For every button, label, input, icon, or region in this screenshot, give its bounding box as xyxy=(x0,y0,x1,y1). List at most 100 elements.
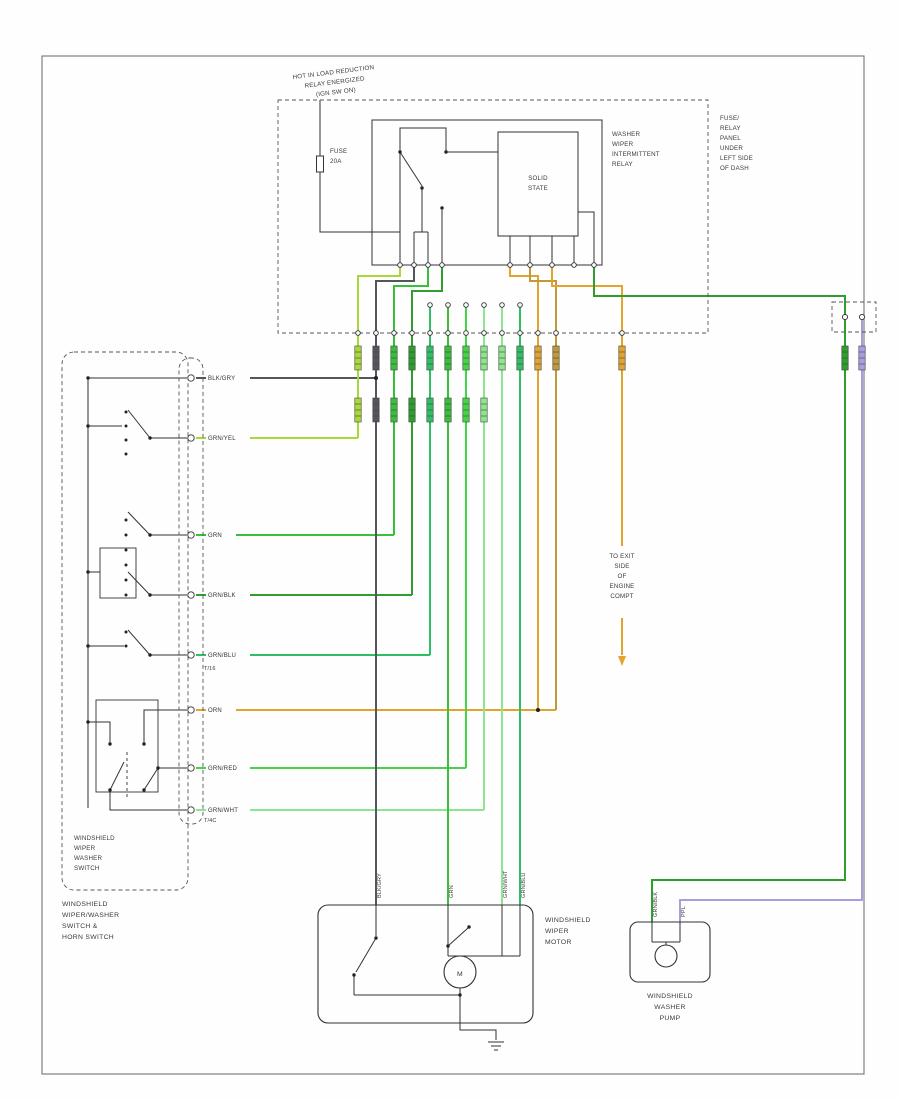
pump-label-line: PUMP xyxy=(660,1015,681,1022)
junction-dot xyxy=(86,424,90,428)
panel-location-line: RELAY xyxy=(720,125,741,132)
wire-label: ORN xyxy=(208,708,222,714)
motor-drop-labels: BLK/GRY GRN GRN/WHT GRN/BLU xyxy=(377,870,527,898)
connector-splice xyxy=(390,345,398,371)
junction-dot xyxy=(86,644,90,648)
wire-label: GRN/BLK xyxy=(208,593,236,599)
junction-dot xyxy=(108,788,112,792)
label-gap xyxy=(206,589,250,599)
connector-splice xyxy=(480,345,488,371)
connector-pin xyxy=(427,302,433,308)
connector-splice xyxy=(354,345,362,371)
label-gap xyxy=(206,529,236,539)
wire-label: GRN/RED xyxy=(208,766,238,772)
connector-pin xyxy=(355,330,361,336)
connector-splice xyxy=(444,397,452,423)
wire-label-vertical: GRN/BLK xyxy=(653,892,659,917)
junction-dot xyxy=(148,653,152,657)
pump-drop-labels: GRN/BLK PPL xyxy=(653,892,687,917)
relay-name-line: WASHER xyxy=(612,131,640,138)
switch-inner-line: WINDSHIELD xyxy=(74,835,115,842)
junction-dot xyxy=(86,376,90,380)
page-border xyxy=(41,55,865,1075)
connector-pin xyxy=(619,330,625,336)
fuse-relay-panel-dashed-box xyxy=(277,99,709,334)
connector-pin xyxy=(858,313,866,321)
motor-symbol xyxy=(443,955,477,989)
fuse-rating: 20A xyxy=(330,158,342,165)
wire-orn xyxy=(551,265,623,546)
connector-pin xyxy=(527,262,533,268)
switch-outer-line: WIPER/WASHER xyxy=(62,912,119,919)
inline-connector-splices-layer xyxy=(354,345,866,423)
connector-splice xyxy=(618,345,626,371)
panel-location-line: PANEL xyxy=(720,135,741,142)
connector-splice xyxy=(372,345,380,371)
switch-wire-labels: BLK/GRY GRN/YEL GRN GRN/BLK GRN/BLU ORN … xyxy=(206,372,250,814)
switch-inner-line: WIPER xyxy=(74,845,96,852)
junction-dot xyxy=(446,944,450,948)
junction-dot xyxy=(444,150,448,154)
label-gap xyxy=(206,804,250,814)
connector-pin xyxy=(187,591,195,599)
junction-dot xyxy=(86,570,90,574)
exit-note-line: COMPT xyxy=(610,593,633,600)
label-gap xyxy=(206,704,236,714)
switch-inner-line: WASHER xyxy=(74,855,102,862)
solid-state-line: STATE xyxy=(528,185,548,192)
junction-dot xyxy=(124,593,128,597)
connector-pin xyxy=(463,330,469,336)
washer-switch-box xyxy=(95,699,159,793)
wire-label-vertical: GRN/WHT xyxy=(503,870,509,898)
wire-orn xyxy=(509,265,539,710)
schematic-line xyxy=(127,409,151,439)
connector-splice xyxy=(390,397,398,423)
connector-pin xyxy=(409,330,415,336)
wire-label: GRN/WHT xyxy=(208,808,238,814)
wire-label: GRN/BLU xyxy=(208,653,236,659)
motor-label-line: WINDSHIELD xyxy=(545,917,591,924)
connector-pin xyxy=(187,374,195,382)
power-source-header: HOT IN LOAD REDUCTION RELAY ENERGIZED (I… xyxy=(292,64,374,98)
exit-note-line: TO EXIT xyxy=(609,553,634,560)
connector-pin xyxy=(425,262,431,268)
switch-outer-line: HORN SWITCH xyxy=(62,934,114,941)
wire-label-vertical: GRN/BLU xyxy=(521,872,527,898)
connector-splice xyxy=(354,397,362,423)
connector-pin xyxy=(549,262,555,268)
schematic-line xyxy=(127,629,151,656)
wire-grn_blk xyxy=(593,265,846,922)
connector-splice xyxy=(480,397,488,423)
junction-dot xyxy=(374,936,378,940)
connector-pin xyxy=(391,330,397,336)
schematic-line xyxy=(578,211,595,265)
junction-dot xyxy=(124,410,128,414)
connector-pin xyxy=(187,651,195,659)
solid-state-line: SOLID xyxy=(528,175,548,182)
wire-label: BLK/GRY xyxy=(208,376,235,382)
junction-dot xyxy=(124,630,128,634)
motor-label-line: MOTOR xyxy=(545,939,572,946)
pump-symbol xyxy=(654,944,678,968)
wire-label-vertical: GRN xyxy=(449,885,455,898)
junction-dot xyxy=(86,720,90,724)
switch-outer-line: SWITCH & xyxy=(62,923,98,930)
wire-ppl xyxy=(679,317,863,922)
connector-splice xyxy=(841,345,849,371)
junction-dot xyxy=(458,993,462,997)
schematic-line xyxy=(127,511,151,536)
fuse-name: FUSE xyxy=(330,148,347,155)
relay-name-line: RELAY xyxy=(612,161,633,168)
switch-outer-line: WINDSHIELD xyxy=(62,901,108,908)
schematic-line xyxy=(109,790,187,811)
switch-detent-box xyxy=(99,547,137,599)
connector-pin xyxy=(373,330,379,336)
connector-pin xyxy=(507,262,513,268)
schematic-line xyxy=(355,937,377,973)
schematic-line xyxy=(399,151,423,187)
junction-dot xyxy=(124,518,128,522)
junction-dot xyxy=(148,593,152,597)
connector-pin xyxy=(499,302,505,308)
switch-connector-strip xyxy=(178,357,204,825)
